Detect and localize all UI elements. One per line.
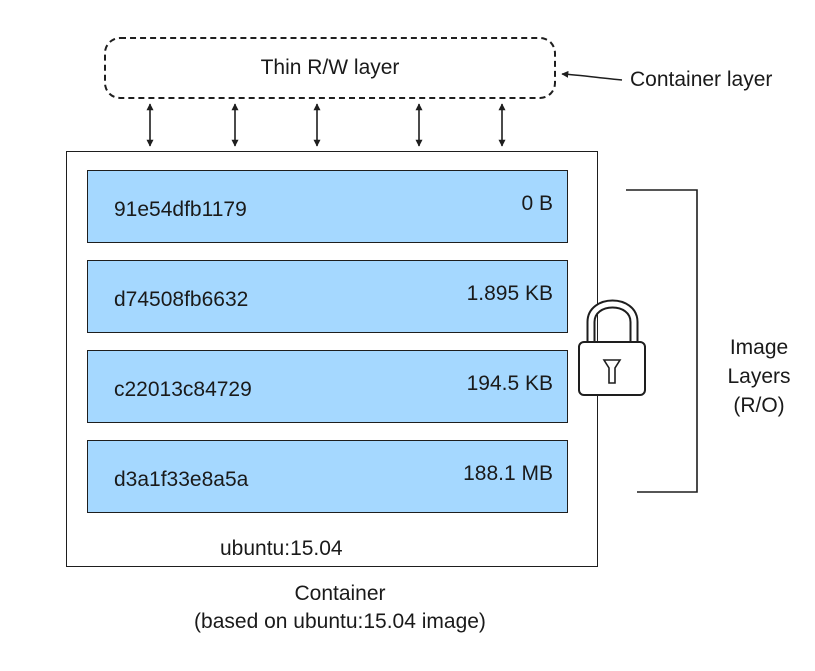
container-rw-layer: Thin R/W layer [104, 37, 556, 99]
container-rw-layer-label: Thin R/W layer [260, 56, 400, 79]
image-layers-label-line: Layers [727, 365, 791, 388]
image-layers-label: Image Layers (R/O) [706, 333, 812, 420]
container-caption: Container (based on ubuntu:15.04 image) [120, 580, 560, 636]
image-layer: d74508fb6632 1.895 KB [87, 260, 568, 333]
image-layer: 91e54dfb1179 0 B [87, 170, 568, 243]
container-layer-callout: Container layer [630, 68, 773, 91]
image-layer: c22013c84729 194.5 KB [87, 350, 568, 423]
image-layer: d3a1f33e8a5a 188.1 MB [87, 440, 568, 513]
layer-size: 1.895 KB [466, 281, 553, 305]
image-layers-bracket [626, 189, 698, 493]
layer-size: 0 B [521, 191, 553, 215]
base-image-label: ubuntu:15.04 [220, 537, 343, 560]
lock-icon [578, 299, 646, 396]
layer-id: d3a1f33e8a5a [114, 467, 249, 491]
image-layers-label-line: Image [729, 336, 789, 359]
caption-subtitle: (based on ubuntu:15.04 image) [194, 610, 486, 633]
callout-arrow [561, 70, 623, 81]
caption-title: Container [294, 582, 386, 605]
layer-size: 194.5 KB [466, 371, 553, 395]
image-layers-label-line: (R/O) [733, 394, 785, 417]
layer-id: c22013c84729 [114, 377, 252, 401]
layer-id: 91e54dfb1179 [114, 197, 247, 221]
layer-size: 188.1 MB [463, 461, 553, 485]
layer-id: d74508fb6632 [114, 287, 249, 311]
